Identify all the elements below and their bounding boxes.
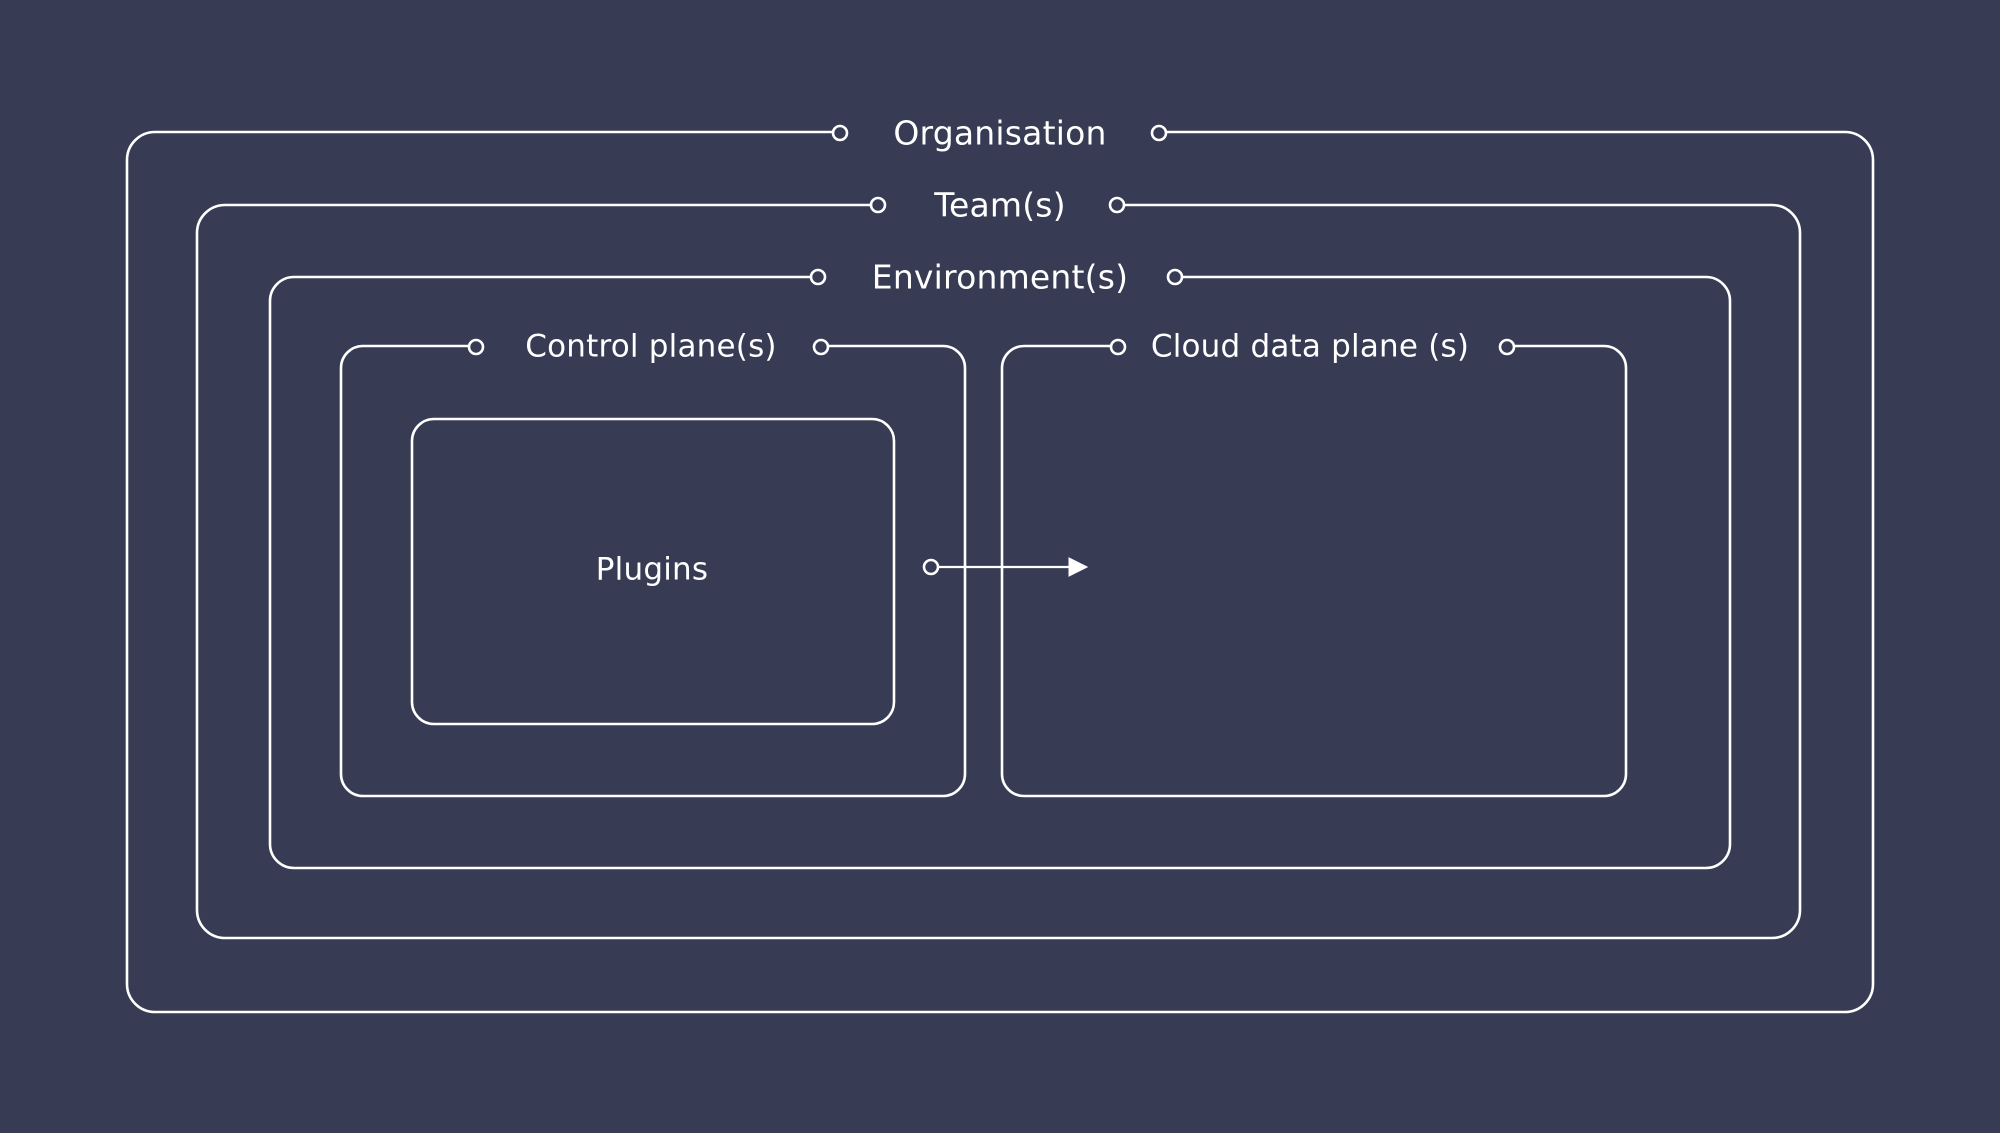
organisation-box-outline xyxy=(125,130,1875,1014)
label-team: Team(s) xyxy=(934,185,1066,225)
layer-cloud-data-plane[interactable] xyxy=(1000,338,1628,798)
label-cloud-data-plane: Cloud data plane (s) xyxy=(1150,328,1470,365)
environment-connector-left-icon xyxy=(809,268,827,286)
layer-organisation[interactable] xyxy=(125,124,1875,1014)
environment-connector-right-icon xyxy=(1166,268,1184,286)
connection-source-dot-icon xyxy=(922,558,940,576)
environment-box-outline xyxy=(268,275,1732,870)
team-connector-left-icon xyxy=(869,196,887,214)
organisation-connector-right-icon xyxy=(1150,124,1168,142)
layer-environment[interactable] xyxy=(268,268,1732,870)
team-box-outline xyxy=(195,203,1802,940)
control-plane-connector-right-icon xyxy=(812,338,830,356)
label-organisation: Organisation xyxy=(893,113,1107,153)
plugins-box-outline xyxy=(410,417,896,726)
control-plane-connector-left-icon xyxy=(467,338,485,356)
label-control-plane: Control plane(s) xyxy=(525,328,777,365)
cloud-data-plane-box-outline xyxy=(1000,344,1628,798)
layer-plugins[interactable] xyxy=(410,417,896,726)
layer-team[interactable] xyxy=(195,196,1802,940)
label-environment: Environment(s) xyxy=(871,257,1129,297)
control-plane-box-outline xyxy=(339,344,967,798)
cloud-data-plane-connector-left-icon xyxy=(1109,338,1127,356)
cloud-data-plane-connector-right-icon xyxy=(1498,338,1516,356)
connection-plugins-to-cloud-data-plane[interactable] xyxy=(922,557,1089,577)
team-connector-right-icon xyxy=(1108,196,1126,214)
layer-control-plane[interactable] xyxy=(339,338,967,798)
label-plugins: Plugins xyxy=(595,551,709,588)
organisation-connector-left-icon xyxy=(831,124,849,142)
